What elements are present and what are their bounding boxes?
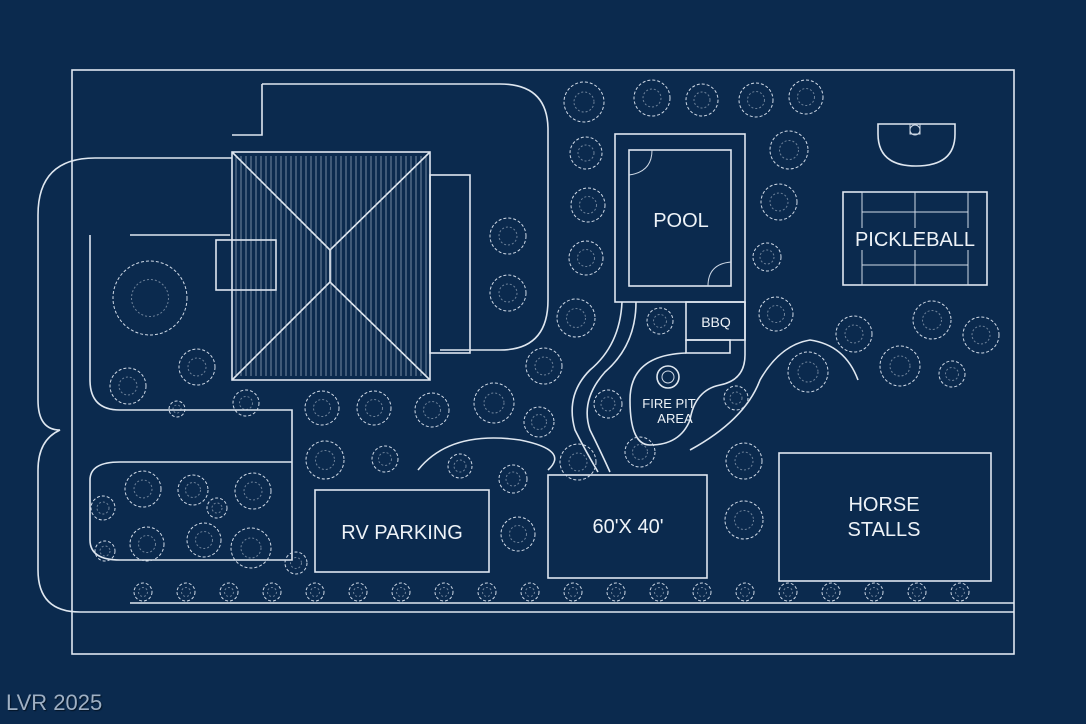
house (215, 151, 471, 381)
tree-icon (489, 217, 527, 255)
tree-icon (234, 472, 272, 510)
tree-icon (787, 351, 829, 393)
tree-icon (685, 83, 719, 117)
tree-icon (178, 348, 216, 386)
tree-icon (262, 582, 282, 602)
tree-icon (124, 470, 162, 508)
sport-court (877, 123, 956, 167)
tree-icon (725, 442, 763, 480)
pool: POOL (614, 133, 746, 303)
tree-icon (758, 296, 794, 332)
tree-icon (520, 582, 540, 602)
tree-icon (168, 400, 186, 418)
driveway (37, 83, 1014, 613)
tree-icon (907, 582, 927, 602)
tree-icon (724, 500, 764, 540)
shop-building (547, 474, 708, 579)
tree-icon (523, 406, 555, 438)
tree-icon (938, 360, 966, 388)
tree-icon (556, 298, 596, 338)
tree-icon (778, 582, 798, 602)
tree-icon (473, 382, 515, 424)
tree-icon (305, 582, 325, 602)
pickleball-court: PICKLEBALL (842, 191, 988, 286)
tree-icon (434, 582, 454, 602)
tree-icon (735, 582, 755, 602)
tree-icon (559, 443, 597, 481)
tree-icon (606, 582, 626, 602)
fire-pit-label-2: AREA (657, 411, 693, 426)
tree-icon (962, 316, 1000, 354)
tree-icon (912, 300, 952, 340)
tree-icon (348, 582, 368, 602)
fire-pit-label-1: FIRE PIT (642, 396, 696, 411)
tree-icon (692, 582, 712, 602)
tree-icon (371, 445, 399, 473)
tree-icon (864, 582, 884, 602)
tree-icon (232, 389, 260, 417)
watermark: LVR 2025 (6, 690, 103, 715)
tree-icon (94, 540, 116, 562)
tree-icon (624, 436, 656, 468)
horse-stalls (778, 452, 992, 582)
horse-stalls-label-2: STALLS (848, 519, 921, 541)
tree-icon (112, 260, 188, 336)
tree-icon (821, 582, 841, 602)
tree-icon (129, 526, 165, 562)
tree-icon (649, 582, 669, 602)
tree-icon (593, 389, 623, 419)
tree-icon (284, 551, 308, 575)
tree-icon (760, 183, 798, 221)
tree-icon (879, 345, 921, 387)
tree-icon (498, 464, 528, 494)
fire-pit-area (629, 302, 746, 446)
tree-icon (788, 79, 824, 115)
tree-icon (752, 242, 782, 272)
tree-icon (219, 582, 239, 602)
pickleball-label: PICKLEBALL (855, 229, 975, 251)
tree-icon (835, 315, 873, 353)
tree-icon (769, 130, 809, 170)
tree-icon (176, 582, 196, 602)
rv-parking-label: RV PARKING (341, 522, 463, 544)
tree-icon (563, 81, 605, 123)
tree-icon (568, 240, 604, 276)
tree-icon (109, 367, 147, 405)
shop-label: 60'X 40' (592, 516, 663, 538)
tree-icon (305, 440, 345, 480)
tree-icon (489, 274, 527, 312)
tree-icon (230, 527, 272, 569)
tree-icon (356, 390, 392, 426)
tree-icon (563, 582, 583, 602)
tree-icon (525, 347, 563, 385)
tree-icon (738, 82, 774, 118)
tree-icon (633, 79, 671, 117)
tree-icon (569, 136, 603, 170)
horse-stalls-label-1: HORSE (848, 494, 919, 516)
tree-icon (646, 307, 674, 335)
tree-icon (304, 390, 340, 426)
tree-icon (206, 497, 228, 519)
rv-parking (314, 489, 490, 573)
property-boundary (71, 69, 1015, 655)
tree-icon (133, 582, 153, 602)
pool-label: POOL (653, 210, 709, 232)
trees (90, 79, 1000, 602)
tree-icon (90, 495, 116, 521)
tree-icon (177, 474, 209, 506)
tree-icon (447, 453, 473, 479)
tree-icon (570, 187, 606, 223)
tree-icon (477, 582, 497, 602)
tree-icon (391, 582, 411, 602)
tree-icon (723, 385, 749, 411)
tree-icon (186, 522, 222, 558)
tree-icon (500, 516, 536, 552)
tree-icon (950, 582, 970, 602)
bbq-label: BBQ (701, 314, 731, 330)
tree-icon (414, 392, 450, 428)
